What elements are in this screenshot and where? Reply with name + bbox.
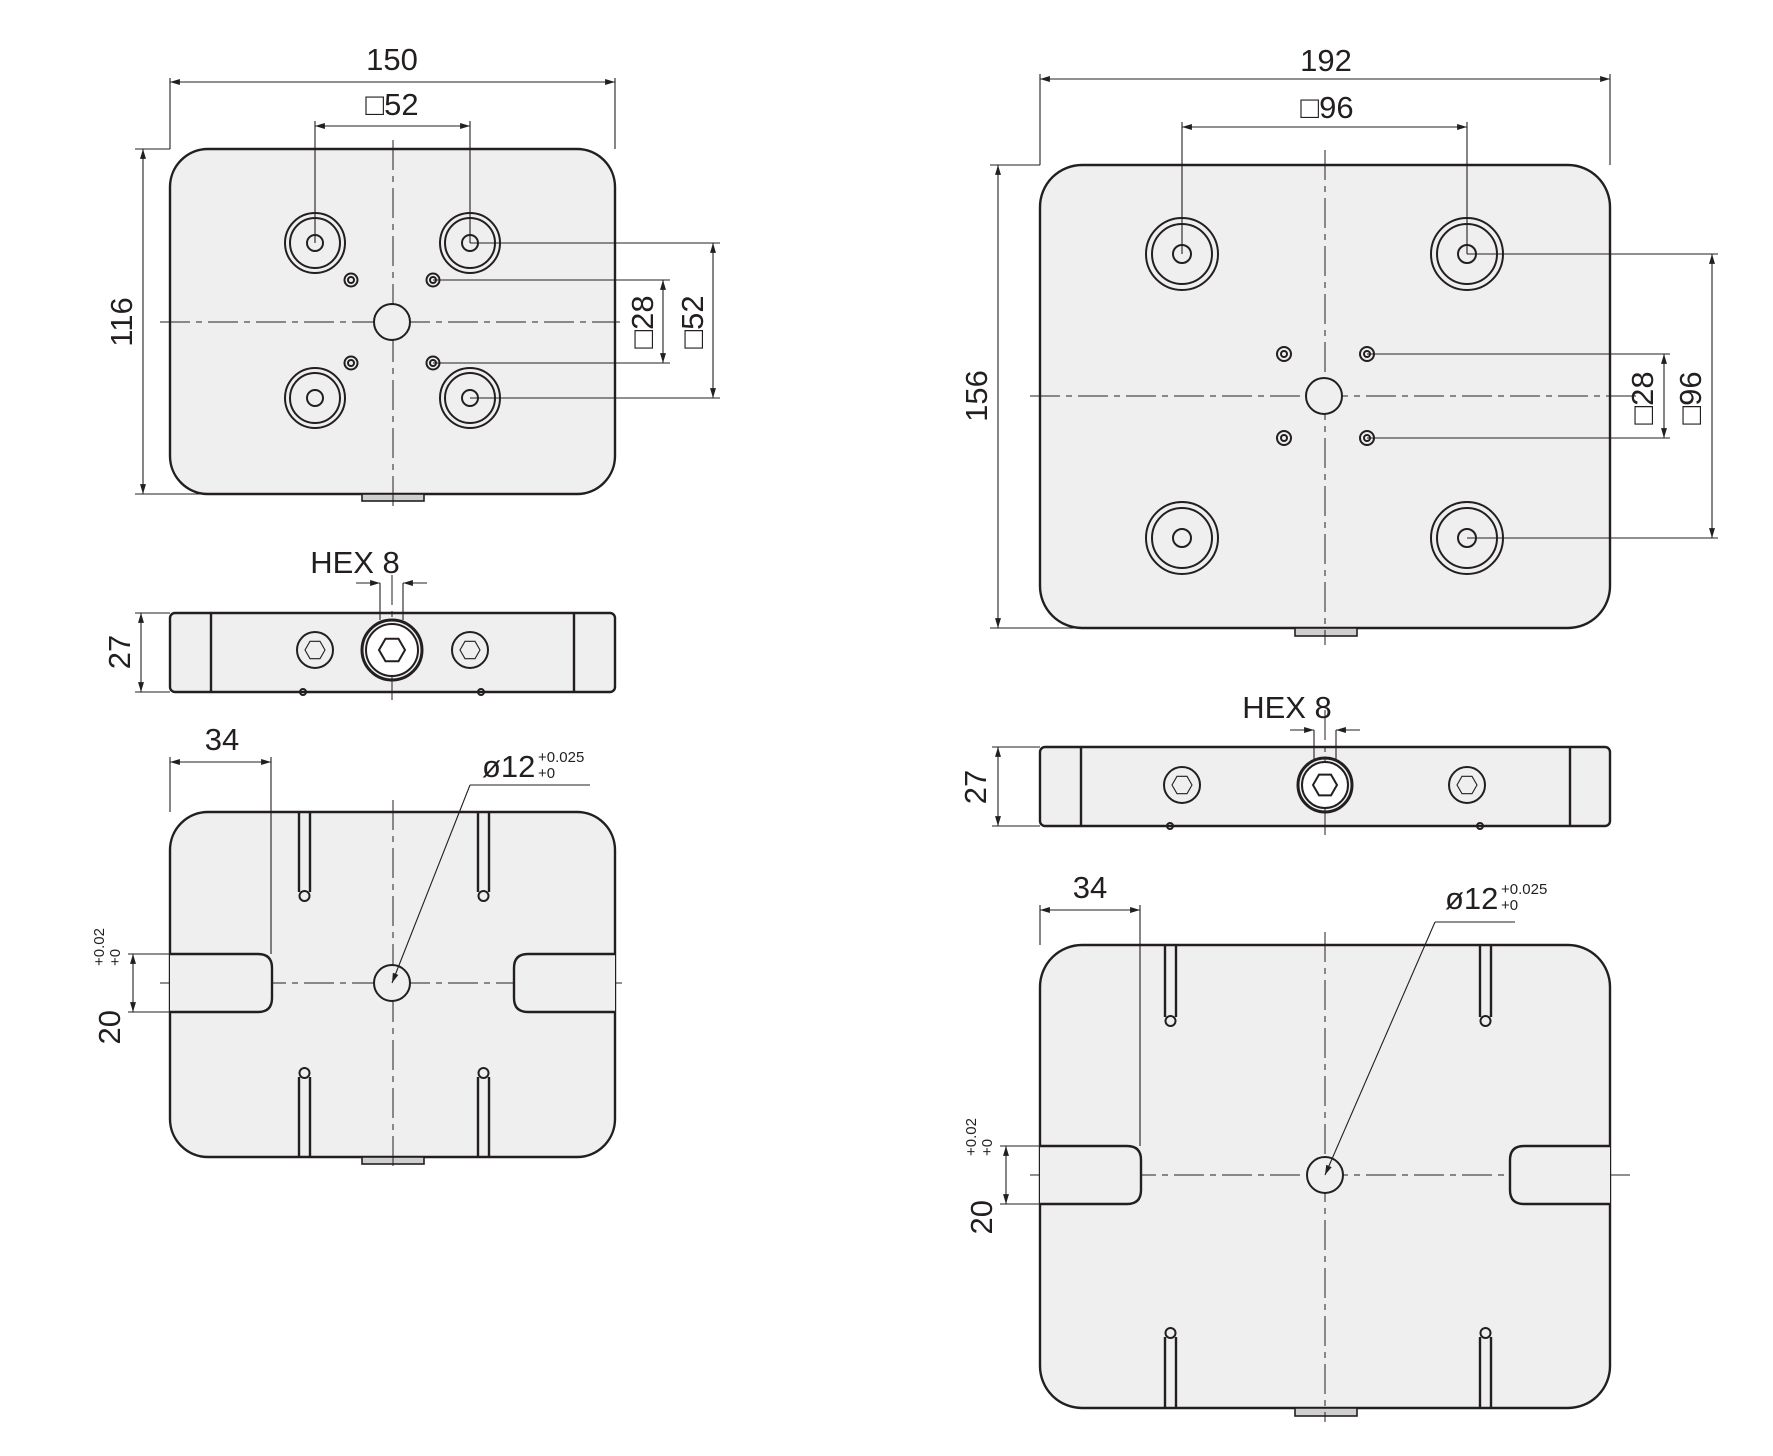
large-width-label: 192 [1300,43,1352,78]
large-bore-tol-lower: +0 [1501,897,1518,914]
large-height-label: 156 [959,370,994,422]
small-bottom-view: 34 ø12 +0.025 +0 20 +0.02 +0 [91,722,625,1172]
large-hex-label: HEX 8 [1242,690,1332,725]
small-top-view: 150 □52 116 □28 □52 [104,42,720,508]
large-slot-tol-lower: +0 [979,1139,996,1156]
large-bore-label: ø12 [1445,881,1498,916]
large-bolt-square-label: □96 [1300,90,1353,125]
small-offset-label: 34 [205,722,239,757]
large-bottom-view: 34 ø12 +0.025 +0 20 +0.02 +0 [963,870,1630,1422]
small-side-view: HEX 8 27 [102,545,617,700]
large-thickness-label: 27 [958,770,993,804]
small-bolt-square-vertical-label: □52 [675,295,710,348]
small-slot-tol-upper: +0.02 [91,928,108,966]
large-side-view: HEX 8 27 [958,690,1612,835]
large-slot-label: 20 [964,1200,999,1234]
large-slot-tol-upper: +0.02 [963,1118,980,1156]
small-bore-tol-upper: +0.025 [538,749,584,766]
small-bore-tol-lower: +0 [538,765,555,782]
small-width-label: 150 [366,42,418,77]
small-bore-label: ø12 [482,749,535,784]
small-slot-label: 20 [92,1010,127,1044]
small-bolt-square-label: □52 [365,87,418,122]
large-top-view: 192 □96 156 □28 □96 [959,43,1718,645]
small-hex-label: HEX 8 [310,545,400,580]
large-bore-tol-upper: +0.025 [1501,881,1547,898]
small-slot-tol-lower: +0 [107,949,124,966]
small-thickness-label: 27 [102,635,137,669]
large-offset-label: 34 [1073,870,1107,905]
small-height-label: 116 [104,297,139,346]
large-bolt-square-vertical-label: □96 [1673,371,1708,424]
large-pin-square-label: □28 [1625,371,1660,424]
small-pin-square-label: □28 [625,295,660,348]
